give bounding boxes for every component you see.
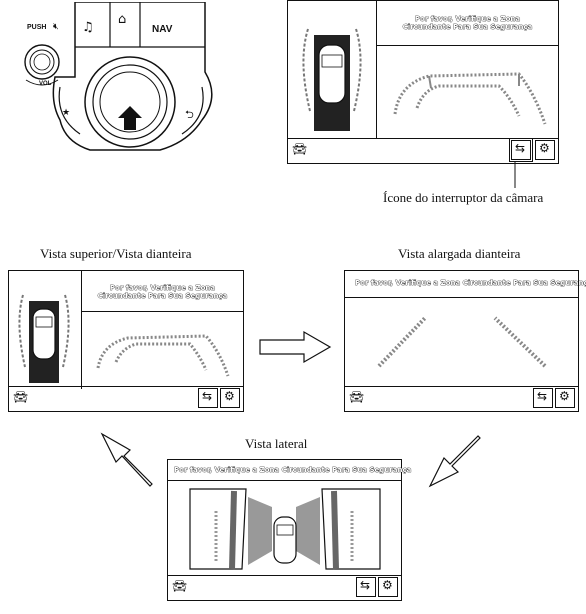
warning-bar: Por favor, Verifique a Zona Circundante …: [345, 271, 586, 298]
car-sensor-icon: 🚘︎: [13, 390, 29, 404]
settings-button[interactable]: ⚙: [555, 388, 575, 408]
car-sensor-icon: 🚘︎: [172, 579, 188, 593]
camera-view: [377, 46, 558, 138]
camera-view: [168, 481, 401, 577]
car-sensor-icon: 🚘︎: [292, 142, 308, 156]
up-left-arrow: [100, 432, 153, 487]
home-button[interactable]: ⌂: [118, 12, 126, 27]
top-front-view-caption: Vista superior/Vista dianteira: [40, 246, 192, 261]
status-bar: 🚘︎ ⇆ ⚙: [345, 386, 578, 411]
vol-label: VOL: [39, 81, 52, 87]
pointer-line: [514, 162, 516, 188]
top-view-panel: [288, 1, 377, 139]
wide-front-view-caption: Vista alargada dianteira: [398, 246, 521, 261]
side-view-caption: Vista lateral: [245, 436, 308, 451]
settings-button[interactable]: ⚙: [378, 577, 398, 597]
back-button[interactable]: ⮌: [185, 106, 194, 125]
gear-icon: ⚙: [539, 141, 550, 155]
warning-text: Por favor, Verifique a Zona Circundante …: [97, 284, 228, 301]
top-view-screen: Por favor, Verifique a Zona Circundante …: [287, 0, 559, 164]
warning-bar: Por favor, Verifique a Zona Circundante …: [377, 1, 558, 46]
camera-switch-button[interactable]: ⇆: [198, 388, 218, 408]
nav-button[interactable]: NAV: [152, 24, 173, 35]
warning-bar: Por favor, Verifique a Zona Circundante …: [168, 460, 412, 481]
music-button[interactable]: ♫: [82, 20, 94, 35]
mute-icon: 🔇︎: [53, 22, 59, 32]
camera-switch-button[interactable]: ⇆: [356, 577, 376, 597]
camera-switch-caption: Ícone do interruptor da câmara: [383, 190, 544, 205]
top-front-view-screen: Por favor, Verifique a Zona Circundante …: [8, 270, 244, 412]
favorite-button[interactable]: ★: [62, 108, 70, 118]
warning-text: Por favor, Verifique a Zona Circundante …: [174, 466, 412, 475]
camera-switch-button[interactable]: ⇆: [533, 388, 553, 408]
camera-switch-icon: ⇆: [360, 578, 371, 592]
music-icon: ♫: [82, 20, 94, 35]
volume-knob[interactable]: [20, 36, 66, 92]
warning-text: Por favor, Verifique a Zona Circundante …: [355, 279, 586, 288]
home-icon: ⌂: [118, 12, 127, 27]
down-left-arrow: [428, 435, 481, 488]
status-bar: 🚘︎ ⇆ ⚙: [9, 386, 243, 411]
status-bar: 🚘︎ ⇆ ⚙: [168, 575, 401, 600]
camera-switch-button[interactable]: ⇆: [509, 138, 533, 162]
push-label: PUSH: [27, 24, 47, 31]
settings-button[interactable]: ⚙: [220, 388, 240, 408]
camera-switch-icon: ⇆: [537, 389, 548, 403]
camera-switch-icon: ⇆: [515, 141, 526, 155]
gear-icon: ⚙: [382, 578, 393, 592]
camera-switch-icon: ⇆: [202, 389, 213, 403]
side-view-screen: Por favor, Verifique a Zona Circundante …: [167, 459, 412, 601]
gear-icon: ⚙: [224, 389, 235, 403]
camera-view: [82, 312, 243, 388]
commander-controller: PUSH 🔇︎ VOL ♫ ⌂ NAV ★ ⮌: [20, 2, 220, 152]
wide-front-view-screen: Por favor, Verifique a Zona Circundante …: [344, 270, 586, 412]
settings-button[interactable]: ⚙: [535, 140, 555, 160]
warning-bar: Por favor, Verifique a Zona Circundante …: [82, 271, 243, 312]
gear-icon: ⚙: [559, 389, 570, 403]
right-arrow: [259, 330, 332, 364]
camera-view: [345, 298, 578, 388]
car-sensor-icon: 🚘︎: [349, 390, 365, 404]
status-bar: 🚘︎ ⇆ ⚙: [288, 138, 558, 163]
back-icon: ⮌: [185, 108, 194, 121]
top-view-panel: [9, 271, 82, 389]
warning-text: Por favor, Verifique a Zona Circundante …: [402, 15, 533, 32]
star-icon: ★: [62, 108, 71, 118]
